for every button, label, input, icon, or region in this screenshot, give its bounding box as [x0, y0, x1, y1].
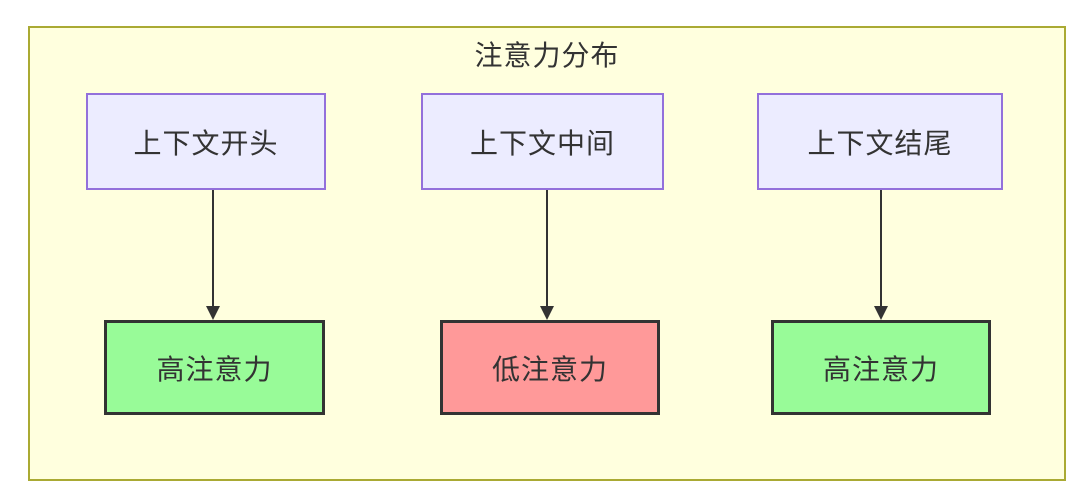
node-context-end: 上下文结尾 — [757, 93, 1003, 190]
node-label: 低注意力 — [491, 353, 608, 385]
node-low-attention: 低注意力 — [440, 320, 660, 415]
node-context-middle: 上下文中间 — [421, 93, 664, 190]
node-label: 高注意力 — [822, 353, 939, 385]
node-label: 上下文开头 — [133, 127, 279, 159]
node-label: 上下文中间 — [469, 127, 615, 159]
node-context-start: 上下文开头 — [86, 93, 326, 190]
node-high-attention-2: 高注意力 — [771, 320, 991, 415]
node-high-attention-1: 高注意力 — [104, 320, 325, 415]
node-label: 上下文结尾 — [807, 127, 953, 159]
node-label: 高注意力 — [156, 353, 273, 385]
diagram-title: 注意力分布 — [474, 40, 620, 71]
